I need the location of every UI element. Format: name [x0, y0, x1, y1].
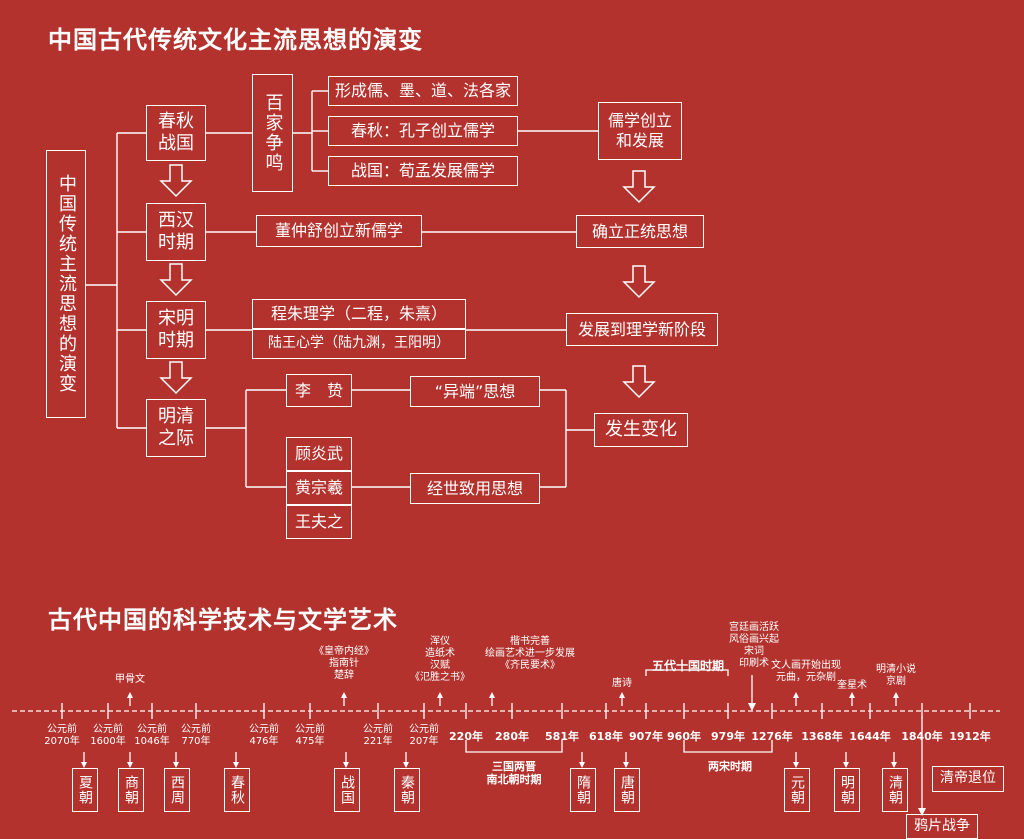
date-label: 公元前 221年 [363, 724, 393, 747]
bianhua-box: 发生变化 [594, 413, 688, 447]
top-label: 宫廷画活跃 风俗画兴起 宋词 印刷术 [729, 622, 779, 669]
top-label: 楷书完善 绘画艺术进一步发展 《齐民要术》 [485, 636, 575, 671]
top-label: 文人画开始出现 元曲，元杂剧 [771, 660, 841, 683]
up-arrowhead [893, 692, 899, 698]
top-label: 明清小说 京剧 [876, 664, 916, 687]
top-label: 唐诗 [612, 678, 632, 689]
up-arrowhead [619, 692, 625, 698]
lixue-box: 发展到理学新阶段 [566, 313, 718, 346]
gu-box: 顾炎武 [286, 437, 352, 471]
period-mingqing: 明清 之际 [146, 399, 206, 457]
wang-box: 王夫之 [286, 505, 352, 539]
down-arrowhead [343, 762, 349, 768]
down-arrowhead [233, 762, 239, 768]
date-label: 1912年 [949, 730, 991, 743]
top-label: 浑仪 造纸术 汉赋 《氾胜之书》 [410, 636, 470, 683]
down-arrowhead [843, 762, 849, 768]
date-label: 公元前 770年 [181, 724, 211, 747]
qing-end-box: 清帝退位 [932, 766, 1004, 792]
date-label: 1840年 [901, 730, 943, 743]
date-label: 公元前 207年 [409, 724, 439, 747]
date-label: 公元前 1600年 [90, 724, 126, 747]
down-arrowhead [403, 762, 409, 768]
section1-title: 中国古代传统文化主流思想的演变 [48, 26, 423, 54]
date-label: 公元前 476年 [249, 724, 279, 747]
dynasty-box: 元朝 [784, 768, 810, 812]
jingshi-box: 经世致用思想 [410, 473, 540, 504]
spring-item-1: 形成儒、墨、道、法各家 [328, 76, 518, 106]
top-label: 奎星术 [837, 680, 867, 691]
root-box: 中国传统主流思想的演变 [46, 150, 86, 418]
span-label: 两宋时期 [708, 760, 752, 773]
dynasty-box: 隋朝 [570, 768, 596, 812]
up-arrowhead [849, 692, 855, 698]
rujia-box: 儒学创立 和发展 [598, 102, 682, 160]
up-arrowhead [341, 692, 347, 698]
down-arrowhead [623, 762, 629, 768]
up-arrowhead [793, 692, 799, 698]
dynasty-box: 商朝 [118, 768, 144, 812]
period-xihan: 西汉 时期 [146, 203, 206, 261]
zhengtong-box: 确立正统思想 [576, 215, 704, 248]
down-arrowhead [891, 762, 897, 768]
date-label: 960年 [667, 730, 701, 743]
date-label: 581年 [545, 730, 579, 743]
spring-item-3: 战国：荀孟发展儒学 [328, 156, 518, 186]
dynasty-box: 春秋 [224, 768, 250, 812]
date-label: 618年 [589, 730, 623, 743]
spring-item-2: 春秋：孔子创立儒学 [328, 116, 518, 146]
dynasty-box: 清朝 [882, 768, 908, 812]
dynasty-box: 秦朝 [394, 768, 420, 812]
dynasty-box: 西周 [164, 768, 190, 812]
period-chunqiu: 春秋 战国 [146, 105, 206, 161]
li-box: 李 贽 [286, 374, 352, 407]
date-label: 1368年 [801, 730, 843, 743]
down-arrowhead [793, 762, 799, 768]
date-label: 907年 [629, 730, 663, 743]
down-arrowhead [127, 762, 133, 768]
baijia-box: 百家争鸣 [252, 74, 293, 192]
date-label: 280年 [495, 730, 529, 743]
date-label: 公元前 1046年 [134, 724, 170, 747]
up-arrowhead [437, 692, 443, 698]
date-label: 公元前 2070年 [44, 724, 80, 747]
period-songming: 宋明 时期 [146, 301, 206, 359]
down-arrowhead [81, 762, 87, 768]
down-arrowhead [579, 762, 585, 768]
dong-box: 董仲舒创立新儒学 [256, 215, 422, 247]
huang-box: 黄宗羲 [286, 471, 352, 505]
yiduan-box: “异端”思想 [410, 376, 540, 407]
span-label: 三国两晋 南北朝时期 [486, 760, 542, 787]
section2-title: 古代中国的科学技术与文学艺术 [48, 606, 398, 634]
dynasty-box: 明朝 [834, 768, 860, 812]
era-label: 五代十国时期 [651, 659, 725, 673]
date-label: 公元前 475年 [295, 724, 325, 747]
up-arrowhead [489, 692, 495, 698]
dynasty-box: 唐朝 [614, 768, 640, 812]
date-label: 1276年 [751, 730, 793, 743]
date-label: 1644年 [849, 730, 891, 743]
luwang-box: 陆王心学（陆九渊，王阳明） [252, 329, 466, 359]
top-label: 甲骨文 [115, 674, 145, 685]
top-label: 《皇帝内经》 指南针 楚辞 [314, 646, 374, 681]
up-arrowhead [127, 692, 133, 698]
date-label: 220年 [449, 730, 483, 743]
chengzhu-box: 程朱理学（二程，朱熹） [252, 299, 466, 329]
dynasty-box: 夏朝 [72, 768, 98, 812]
down-arrowhead [173, 762, 179, 768]
dynasty-box: 战国 [334, 768, 360, 812]
opium-war-box: 鸦片战争 [906, 814, 978, 839]
date-label: 979年 [711, 730, 745, 743]
